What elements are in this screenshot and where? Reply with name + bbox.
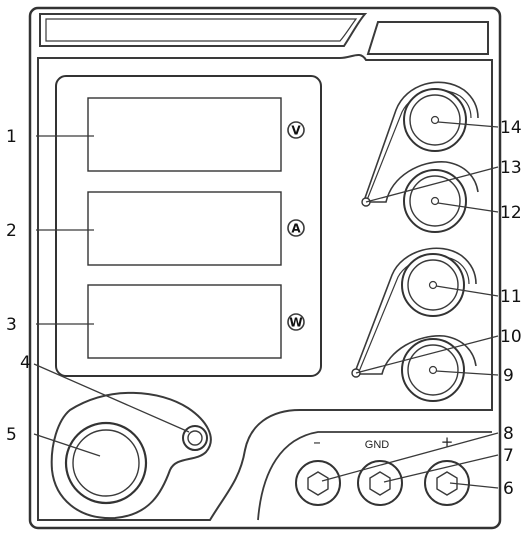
front-panel-outline <box>37 53 493 521</box>
callout-9: 9 <box>503 366 514 386</box>
voltage-unit-label: V <box>291 124 301 138</box>
current-unit-badge <box>287 219 305 237</box>
leader-14 <box>437 121 499 128</box>
callout-1: 1 <box>6 127 17 147</box>
callout-6: 6 <box>503 479 514 499</box>
leader-13 <box>365 166 499 203</box>
indicator-lamp-4 <box>182 425 208 451</box>
current-unit-label: A <box>291 222 301 236</box>
power-switch-bezel <box>50 391 212 520</box>
power-button[interactable] <box>64 421 148 505</box>
callout-11: 11 <box>500 287 522 307</box>
leader-5 <box>33 433 101 457</box>
top-handle-inner <box>45 18 358 42</box>
bottom-knob-guard-arc-inner <box>357 255 470 375</box>
leader-8 <box>321 432 499 482</box>
voltage-unit-badge <box>287 121 305 139</box>
knob-12[interactable] <box>403 169 467 233</box>
knob-11[interactable] <box>401 253 465 317</box>
negative-terminal-label: – <box>313 433 321 451</box>
callout-14: 14 <box>500 118 522 138</box>
callout-13: 13 <box>500 158 522 178</box>
callout-4: 4 <box>20 353 31 373</box>
knob-14[interactable] <box>403 88 467 152</box>
leader-9 <box>435 370 499 376</box>
callout-2: 2 <box>6 221 17 241</box>
callout-7: 7 <box>503 446 514 466</box>
leader-4 <box>33 363 190 433</box>
callout-12: 12 <box>500 203 522 223</box>
voltage-display-window <box>87 97 282 172</box>
ground-terminal[interactable] <box>357 460 403 506</box>
negative-terminal[interactable] <box>295 460 341 506</box>
top-right-slot <box>366 21 489 55</box>
power-unit-label: W <box>289 316 302 330</box>
bottom-indicator-arc <box>356 335 477 375</box>
leader-7 <box>383 454 499 483</box>
leader-11 <box>435 285 499 297</box>
power-display-window <box>87 284 282 359</box>
callout-8: 8 <box>503 424 514 444</box>
terminal-bay <box>257 431 492 521</box>
power-unit-badge <box>287 313 305 331</box>
leader-6 <box>449 482 499 489</box>
top-handle-strip <box>39 13 368 47</box>
callout-3: 3 <box>6 315 17 335</box>
indicator-lamp-4-inner <box>187 430 203 446</box>
positive-terminal[interactable] <box>424 460 470 506</box>
callout-5: 5 <box>6 425 17 445</box>
top-knob-guard-arc <box>364 81 479 199</box>
power-button-face <box>72 429 140 497</box>
leader-12 <box>437 202 499 213</box>
ground-terminal-label: GND <box>365 439 390 451</box>
top-indicator-arc <box>366 161 479 203</box>
bottom-knob-guard-arc <box>354 247 477 373</box>
leader-lines <box>33 121 499 489</box>
leader-10 <box>355 335 499 374</box>
current-display-window <box>87 191 282 266</box>
callout-10: 10 <box>500 327 522 347</box>
knob-9[interactable] <box>401 338 465 402</box>
